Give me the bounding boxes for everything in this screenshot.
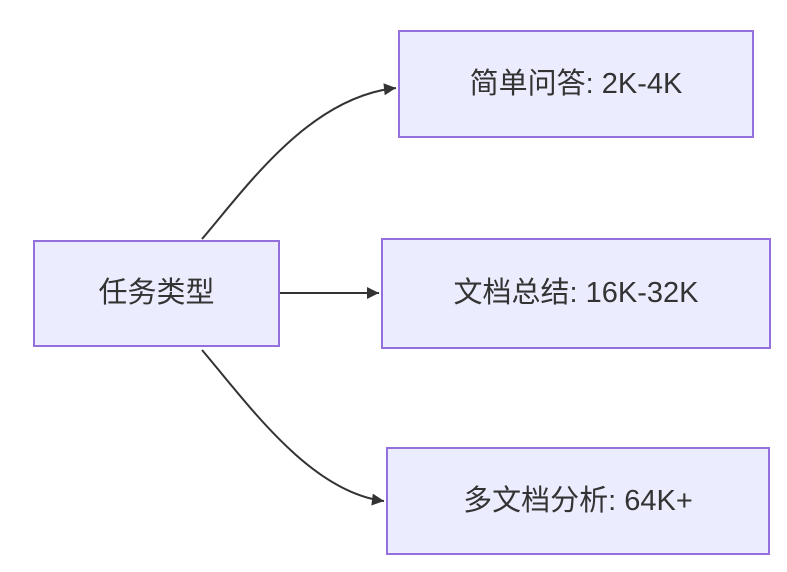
node-multi-doc: 多文档分析: 64K+ <box>386 447 770 555</box>
edge-to-multi-doc <box>201 349 385 506</box>
node-simple-qa: 简单问答: 2K-4K <box>398 30 754 138</box>
node-doc-summary: 文档总结: 16K-32K <box>381 238 771 349</box>
node-doc-summary-label: 文档总结: 16K-32K <box>453 277 699 310</box>
node-task-type-label: 任务类型 <box>98 277 215 310</box>
node-multi-doc-label: 多文档分析: 64K+ <box>463 484 693 517</box>
node-simple-qa-label: 简单问答: 2K-4K <box>469 67 683 100</box>
edge-to-simple-qa <box>201 83 397 240</box>
node-task-type: 任务类型 <box>33 240 280 347</box>
